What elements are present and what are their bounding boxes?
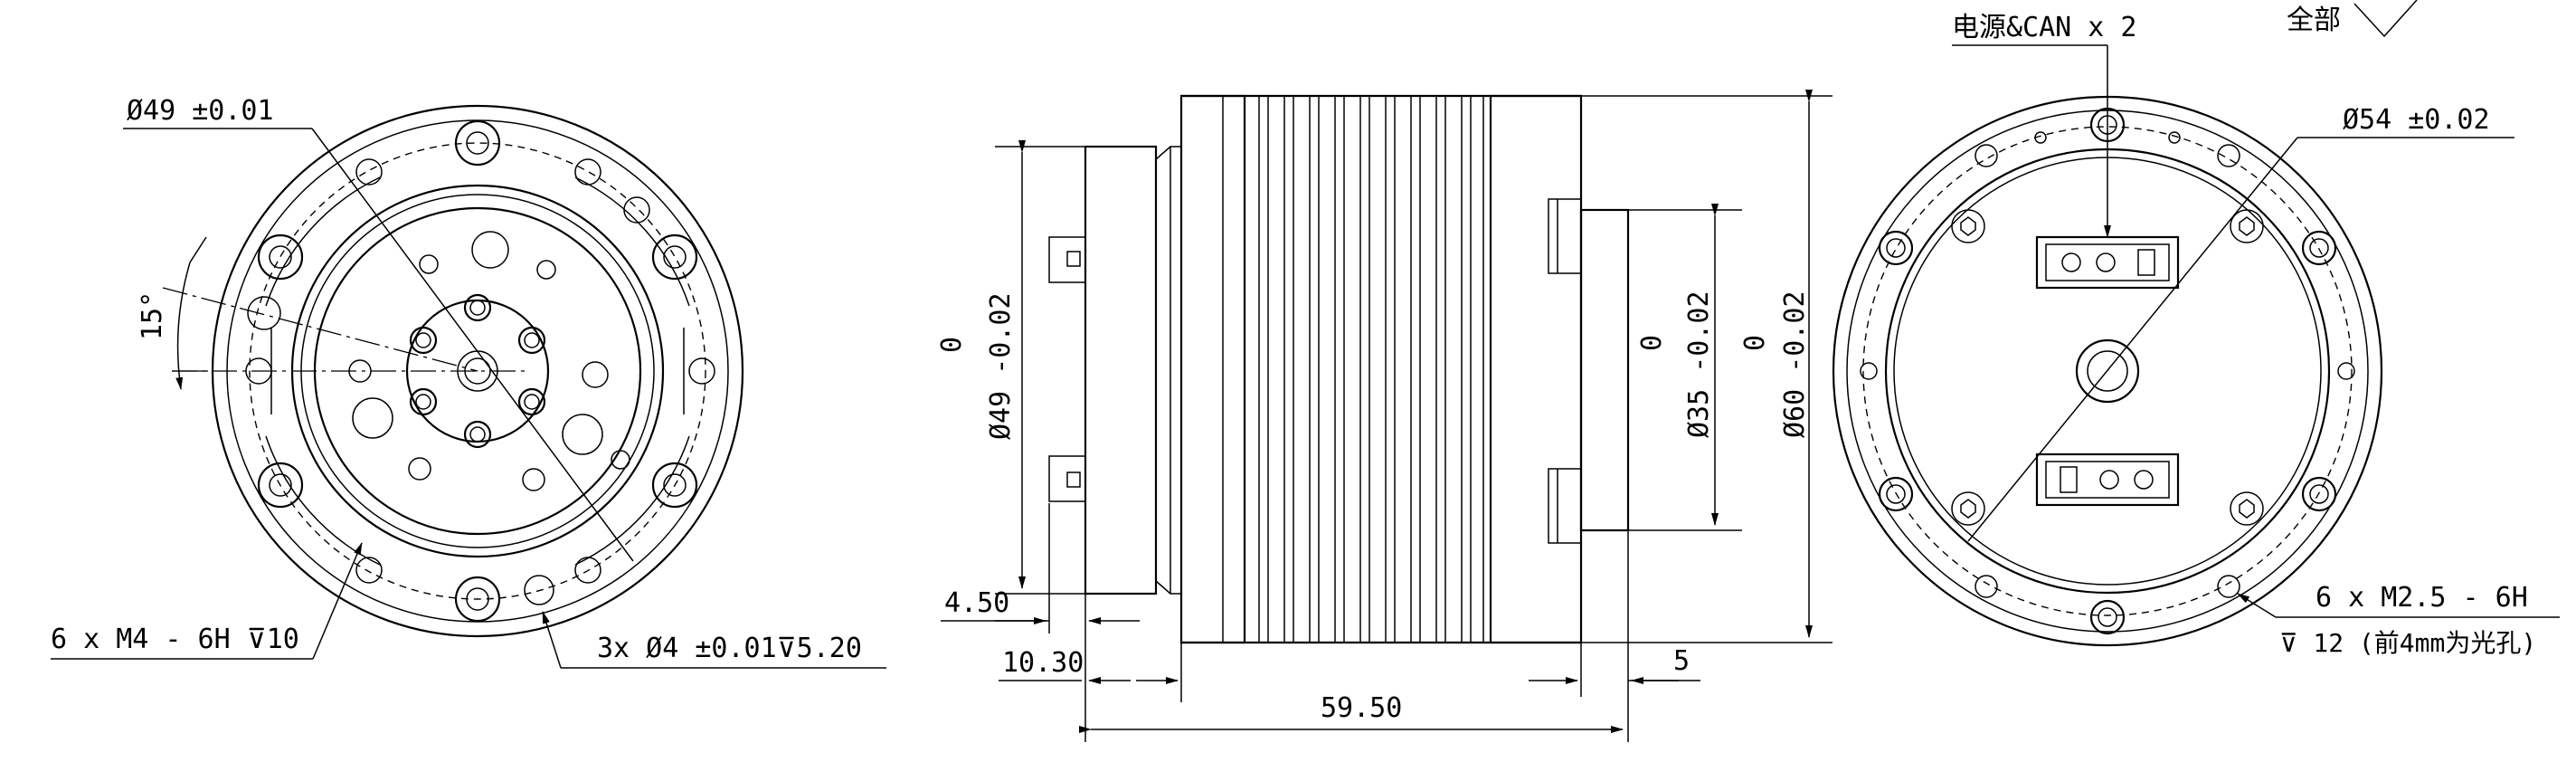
thread-callout-rear-2: ⊽ 12 (前4mm为光孔) — [2279, 628, 2536, 658]
ring-holes-front — [245, 158, 715, 605]
front-flange — [1084, 145, 1158, 595]
cover-screws — [1951, 209, 2264, 526]
angle-label: 15° — [137, 291, 168, 340]
front-view: 15° Ø49 ±0.01 6 x M4 - 6H ⊽10 3x Ø4 ±0.0… — [51, 95, 886, 669]
cooling-fins — [1222, 96, 1484, 643]
dim-10-30: 10.30 — [1002, 647, 1084, 679]
surface-finish-note: 全部 — [2287, 0, 2418, 38]
bolt-bosses-front — [257, 119, 698, 623]
flange-pockets — [265, 176, 690, 566]
dim-49: Ø49 -0.02 — [985, 292, 1017, 440]
pcd-dimension: Ø54 ±0.02 — [2343, 104, 2490, 136]
dim-49-upper: 0 — [936, 337, 968, 353]
finish-symbol-icon — [2353, 0, 2418, 38]
hole-callout-front: 3x Ø4 ±0.01⊽5.20 — [597, 633, 862, 664]
bolt-circle-front — [249, 142, 706, 600]
bolt-circle-rear — [1862, 126, 2353, 616]
face-holes-front — [348, 231, 630, 491]
bore-dimension: Ø49 ±0.01 — [127, 95, 274, 127]
rear-cap — [1579, 208, 1630, 532]
thread-callout-front: 6 x M4 - 6H ⊽10 — [51, 624, 299, 655]
bore-dim-line — [311, 128, 634, 562]
connector-top — [2035, 235, 2180, 290]
centre-plug — [2075, 338, 2140, 404]
side-view: 0 Ø49 -0.02 0 Ø35 -0.02 0 Ø60 -0.02 4.50… — [936, 90, 1833, 742]
dim-59-50: 59.50 — [1321, 692, 1402, 724]
hub-threads — [409, 293, 546, 449]
dim-35-upper: 0 — [1636, 335, 1668, 351]
dim-60-upper: 0 — [1739, 335, 1771, 351]
dim-35: Ø35 -0.02 — [1683, 291, 1715, 438]
thread-callout-rear-1: 6 x M2.5 - 6H — [2316, 582, 2528, 614]
ring-holes-rear — [1860, 131, 2355, 598]
dim-60: Ø60 -0.02 — [1779, 291, 1811, 438]
dim-5: 5 — [1673, 645, 1690, 677]
note-all-label: 全部 — [2287, 5, 2341, 36]
connector-bottom — [2035, 452, 2180, 507]
dim-4-50: 4.50 — [944, 587, 1009, 619]
rear-view: 电源&CAN x 2 Ø54 ±0.02 6 x M2.5 - 6H ⊽ 12 … — [1832, 12, 2560, 658]
connector-label: 电源&CAN x 2 — [1952, 12, 2137, 43]
